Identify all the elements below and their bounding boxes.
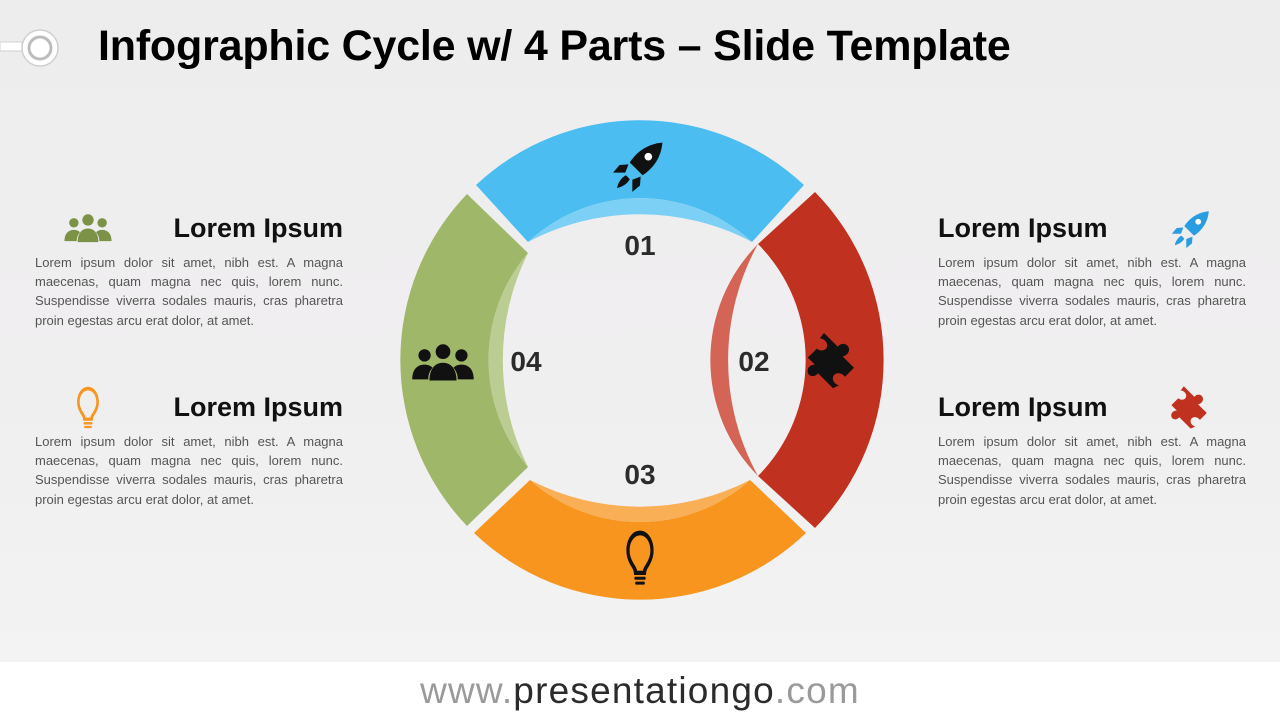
segment-number: 03 (624, 459, 655, 490)
text-block-bottom-left: Lorem Ipsum Lorem ipsum dolor sit amet, … (35, 392, 343, 509)
slide: Infographic Cycle w/ 4 Parts – Slide Tem… (0, 0, 1280, 662)
cycle-diagram: 01 02 03 04 (400, 120, 884, 600)
segment-03-inner (530, 480, 750, 523)
block-text: Lorem ipsum dolor sit amet, nibh est. A … (938, 434, 1246, 507)
segment-04-inner (488, 253, 528, 467)
cycle-segment-04: 04 (400, 194, 542, 526)
segment-02-inner (710, 244, 758, 476)
block-heading: Lorem Ipsum (938, 392, 1108, 422)
segment-number: 02 (738, 346, 769, 377)
block-text: Lorem ipsum dolor sit amet, nibh est. A … (938, 255, 1246, 328)
segment-01-inner (528, 198, 752, 242)
block-heading: Lorem Ipsum (173, 213, 343, 243)
cycle-segment-02: 02 (710, 192, 884, 528)
cycle-segment-03: 03 (474, 459, 806, 600)
text-block-top-left: Lorem Ipsum Lorem ipsum dolor sit amet, … (35, 213, 343, 330)
block-text: Lorem ipsum dolor sit amet, nibh est. A … (35, 255, 343, 328)
segment-03-outer (474, 480, 806, 600)
segment-number: 01 (624, 230, 655, 261)
pin-decoration (0, 29, 59, 67)
text-block-top-right: Lorem Ipsum Lorem ipsum dolor sit amet, … (938, 213, 1246, 330)
block-text: Lorem ipsum dolor sit amet, nibh est. A … (35, 434, 343, 507)
block-heading: Lorem Ipsum (938, 213, 1108, 243)
text-block-bottom-right: Lorem Ipsum Lorem ipsum dolor sit amet, … (938, 392, 1246, 509)
segment-number: 04 (510, 346, 542, 377)
footer-url[interactable]: www.presentationgo.com (420, 670, 860, 711)
footer-prefix: www. (420, 670, 514, 711)
page-title: Infographic Cycle w/ 4 Parts – Slide Tem… (98, 22, 1011, 70)
footer-domain: presentationgo (513, 670, 775, 711)
footer: www.presentationgo.com (0, 662, 1280, 720)
cycle-segment-01: 01 (476, 120, 804, 261)
footer-suffix: .com (774, 670, 860, 711)
block-heading: Lorem Ipsum (173, 392, 343, 422)
